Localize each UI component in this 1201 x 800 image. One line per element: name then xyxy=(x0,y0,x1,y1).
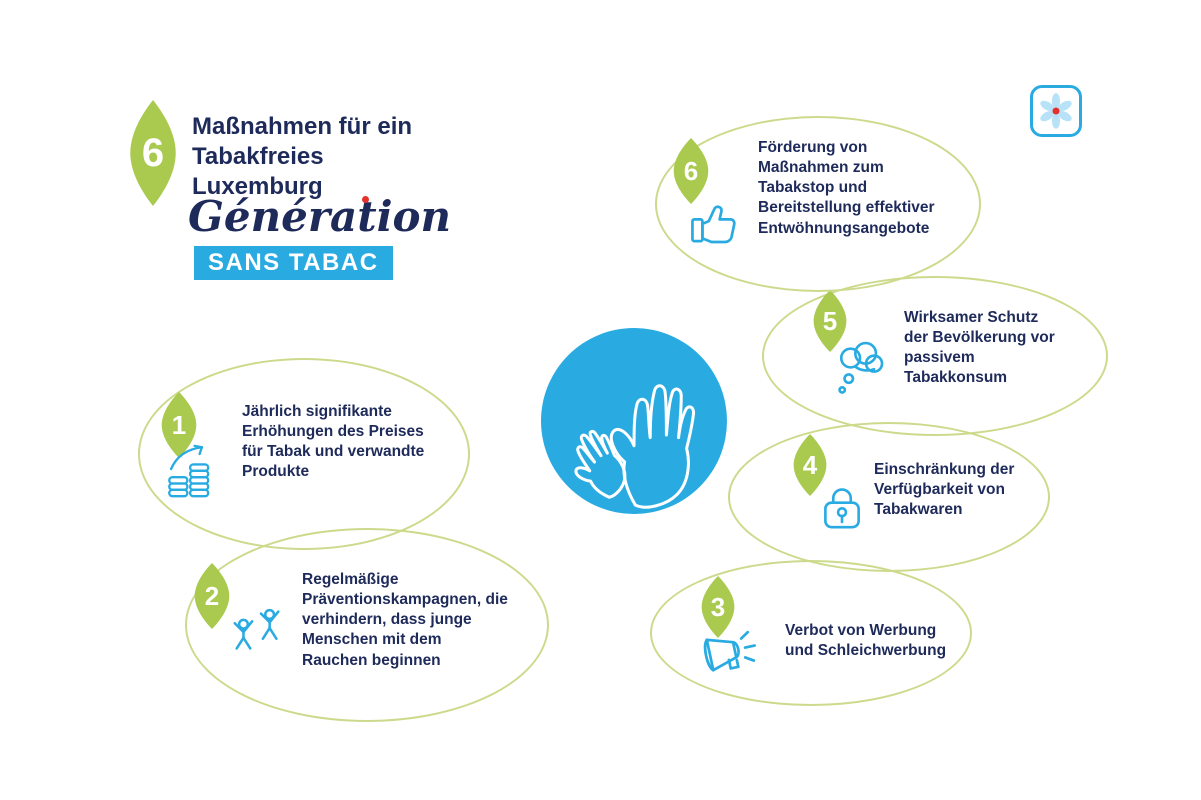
measure-3-text: Verbot von Werbung und Schleichwerbung xyxy=(785,622,947,660)
measure-6-number: 6 xyxy=(683,155,699,186)
measure-5-text: Wirksamer Schutz der Bevölkerung vor pas… xyxy=(904,309,1055,387)
measure-1-number: 1 xyxy=(171,409,187,440)
measure-3-number: 3 xyxy=(710,591,726,622)
measure-4-leaf-badge: 4 xyxy=(792,434,828,496)
flower-logo-icon xyxy=(1040,93,1072,129)
generation-logo-text: Génération xyxy=(188,192,452,241)
measure-2-leaf-badge: 2 xyxy=(193,563,231,629)
header-leaf-badge: 6 xyxy=(128,100,178,206)
measure-6-bubble xyxy=(655,116,981,292)
measure-2-text: Regelmäßige Präventionskampagnen, die ve… xyxy=(302,571,508,669)
sans-tabac-banner: SANS TABAC xyxy=(194,246,393,280)
leaf-shape-icon xyxy=(161,392,197,458)
leaf-shape-icon xyxy=(194,563,230,629)
measure-2-bubble xyxy=(185,528,549,722)
measure-4-number: 4 xyxy=(802,449,818,480)
smoke-cloud-icon xyxy=(830,338,890,408)
page-title: Maßnahmen für ein Tabakfreies Luxemburg xyxy=(192,113,413,200)
measure-1-text: Jährlich signifikante Erhöhungen des Pre… xyxy=(242,403,425,481)
measure-5-number: 5 xyxy=(822,305,838,336)
leaf-shape-icon xyxy=(130,100,176,206)
measure-3-leaf-badge: 3 xyxy=(700,576,736,638)
coins-rising-arrow-icon xyxy=(158,440,224,498)
jumping-people-icon xyxy=(224,600,292,662)
measure-1-leaf-badge: 1 xyxy=(160,392,198,458)
leaf-shape-icon xyxy=(701,576,735,638)
hands-adult-child-icon xyxy=(541,328,727,514)
measure-6-text: Förderung von Maßnahmen zum Tabakstop un… xyxy=(758,139,935,237)
measure-5-bubble xyxy=(762,276,1108,436)
measure-2-number: 2 xyxy=(204,580,220,611)
measure-4-text: Einschränkung der Verfügbarkeit von Taba… xyxy=(874,461,1015,519)
padlock-icon xyxy=(814,478,870,536)
logo-red-dot xyxy=(362,196,369,203)
leaf-shape-icon xyxy=(813,290,847,352)
header-leaf-number: 6 xyxy=(141,130,165,175)
leaf-shape-icon xyxy=(673,138,709,204)
thumbs-up-icon xyxy=(684,194,748,252)
megaphone-icon xyxy=(694,620,764,682)
leaf-shape-icon xyxy=(793,434,827,496)
measure-6-leaf-badge: 6 xyxy=(672,138,710,204)
center-hands-circle xyxy=(541,328,727,514)
foundation-logo xyxy=(1030,85,1082,137)
measure-5-leaf-badge: 5 xyxy=(812,290,848,352)
